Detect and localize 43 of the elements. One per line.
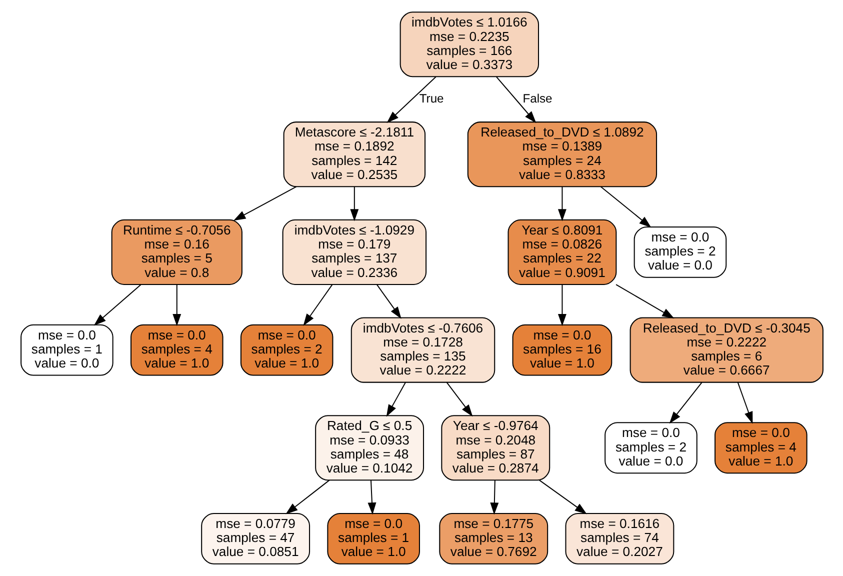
node-box: mse = 0.1775 samples = 13 value = 0.7692	[438, 512, 548, 564]
arrow	[446, 382, 472, 417]
node-box: mse = 0.0779 samples = 47 value = 0.0851	[200, 512, 310, 564]
arrow	[386, 76, 436, 124]
node-box: Year ≤ 0.8091 mse = 0.0826 samples = 22 value = 0.9091	[507, 219, 616, 285]
node-box: Runtime ≤ -0.7056 mse = 0.16 samples = 5 value = 0.8	[110, 219, 242, 285]
arrow	[376, 284, 401, 319]
arrow	[93, 284, 141, 326]
node-box: Released_to_DVD ≤ 1.0892 mse = 0.1389 samples = 24 value = 0.8333	[466, 122, 657, 188]
arrow	[668, 382, 702, 424]
arrow	[285, 480, 330, 514]
arrow	[557, 284, 566, 326]
arrow	[600, 186, 651, 228]
node-box: mse = 0.0 samples = 16 value = 1.0	[512, 324, 612, 376]
node-box: mse = 0.0 samples = 1 value = 1.0	[326, 512, 420, 564]
node-box: Rated_G ≤ 0.5 mse = 0.0933 samples = 48 value = 0.1042	[314, 415, 424, 481]
arrow	[172, 284, 181, 326]
node-box: mse = 0.0 samples = 1 value = 0.0	[20, 324, 113, 376]
arrow	[736, 382, 752, 424]
arrow	[538, 480, 586, 514]
arrow	[490, 480, 498, 515]
arrow	[350, 186, 358, 222]
arrow	[557, 186, 566, 222]
edge-label: True	[418, 91, 444, 106]
arrow	[233, 186, 296, 221]
node-box: mse = 0.0 samples = 2 value = 1.0	[240, 324, 333, 376]
edge-label: False	[522, 91, 552, 106]
arrow	[386, 382, 406, 417]
node-box: mse = 0.0 samples = 2 value = 0.0	[604, 422, 697, 474]
node-box: mse = 0.0 samples = 2 value = 0.0	[633, 226, 726, 278]
node-box: Released_to_DVD ≤ -0.3045 mse = 0.2222 samples = 6 value = 0.6667	[629, 317, 823, 383]
arrow	[496, 76, 536, 124]
node-box: imdbVotes ≤ 1.0166 mse = 0.2235 samples = 166 value = 0.3373	[399, 12, 538, 78]
arrow	[367, 480, 376, 515]
node-box: Metascore ≤ -2.1811 mse = 0.1892 samples = 142 value = 0.2535	[282, 122, 426, 188]
node-box: imdbVotes ≤ -1.0929 mse = 0.179 samples = 137 value = 0.2336	[282, 219, 426, 285]
node-box: mse = 0.1616 samples = 74 value = 0.2027	[564, 512, 674, 564]
arrow	[615, 284, 674, 319]
node-box: mse = 0.0 samples = 4 value = 1.0	[714, 422, 807, 474]
arrow	[302, 284, 332, 326]
node-box: imdbVotes ≤ -0.7606 mse = 0.1728 samples = 135 value = 0.2222	[350, 317, 495, 383]
node-box: Year ≤ -0.9764 mse = 0.2048 samples = 87 value = 0.2874	[440, 415, 550, 481]
node-box: mse = 0.0 samples = 4 value = 1.0	[130, 324, 223, 376]
